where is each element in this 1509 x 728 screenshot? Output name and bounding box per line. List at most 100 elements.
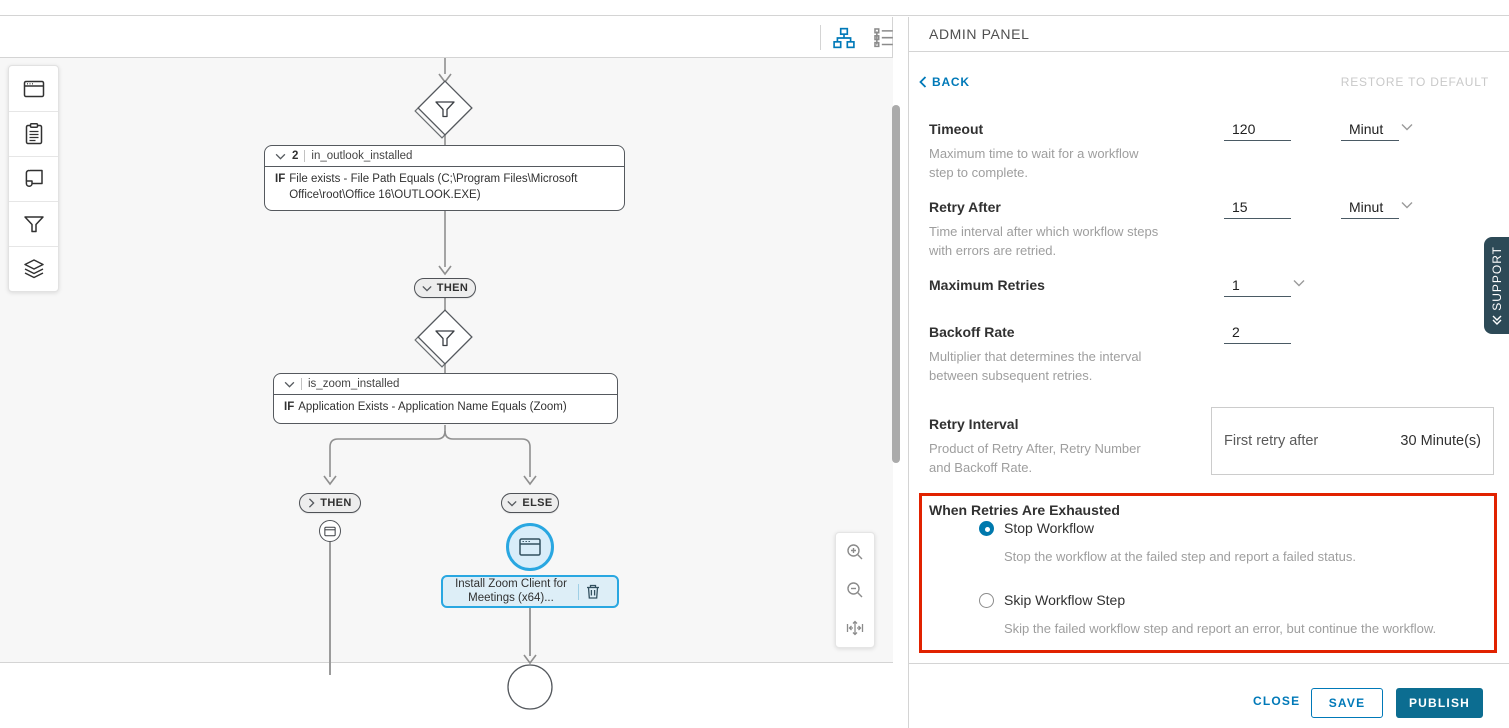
condition-diamond-1[interactable] — [414, 80, 473, 139]
node-separator — [301, 378, 302, 390]
chevron-down-icon — [507, 500, 517, 507]
max-retries-select[interactable]: 1 — [1224, 275, 1305, 297]
chevron-down-icon — [422, 285, 432, 292]
palette-script[interactable] — [9, 156, 58, 201]
chevron-down-icon — [284, 381, 295, 388]
timeout-input[interactable] — [1224, 119, 1291, 141]
node-separator — [578, 583, 579, 600]
funnel-icon — [435, 330, 455, 347]
retry-after-unit-value: Minut — [1349, 198, 1384, 215]
zoom-in-icon — [847, 544, 863, 560]
zoom-out-button[interactable] — [836, 571, 874, 609]
retry-after-input[interactable] — [1224, 197, 1291, 219]
first-retry-value: 30 Minute(s) — [1400, 433, 1481, 449]
retries-exhausted-label: When Retries Are Exhausted — [929, 502, 1120, 518]
retry-interval-desc: Product of Retry After, Retry Number and… — [929, 441, 1141, 475]
chevron-down-icon — [1401, 201, 1413, 208]
chevron-left-icon — [919, 76, 927, 88]
retry-interval-label: Retry Interval — [929, 416, 1019, 432]
install-zoom-node[interactable]: Install Zoom Client for Meetings (x64)..… — [441, 575, 619, 608]
node-name: is_zoom_installed — [308, 378, 400, 390]
if-label: IF — [275, 173, 286, 185]
retry-after-desc: Time interval after which workflow steps… — [929, 224, 1159, 258]
chevron-down-icon — [1293, 279, 1305, 286]
zoom-in-button[interactable] — [836, 533, 874, 571]
condition-node-outlook[interactable]: 2 in_outlook_installed IF File exists - … — [264, 145, 625, 212]
clipped-step-circle — [507, 664, 553, 710]
palette-app-window[interactable] — [9, 66, 58, 111]
tree-view-button[interactable] — [831, 25, 857, 51]
script-icon — [25, 169, 43, 187]
radio-selected-icon[interactable] — [979, 520, 994, 536]
toolbar-divider — [820, 25, 821, 50]
canvas-toolbar — [0, 17, 893, 58]
skip-workflow-desc: Skip the failed workflow step and report… — [1004, 621, 1437, 636]
chevron-down-icon — [1401, 123, 1413, 130]
install-node-label: Install Zoom Client for Meetings (x64)..… — [455, 577, 567, 604]
canvas-zoom-controls — [835, 532, 875, 648]
skip-workflow-label: Skip Workflow Step — [1004, 592, 1126, 608]
backoff-rate-input[interactable] — [1224, 322, 1291, 344]
timeout-unit-select[interactable]: Minut — [1341, 119, 1413, 141]
zoom-out-icon — [847, 582, 863, 598]
timeout-label: Timeout — [929, 121, 984, 137]
radio-unselected-icon[interactable] — [979, 592, 994, 608]
app-window-icon — [519, 538, 541, 556]
close-button[interactable]: CLOSE — [1253, 694, 1301, 708]
back-label: BACK — [932, 75, 970, 89]
collapsed-step-circle[interactable] — [319, 520, 341, 542]
retries-exhausted-highlight: When Retries Are Exhausted Stop Workflow… — [919, 493, 1497, 653]
then-label: THEN — [320, 497, 352, 509]
if-label: IF — [284, 401, 295, 413]
install-step-circle[interactable] — [506, 523, 554, 571]
trash-icon[interactable] — [586, 584, 600, 599]
node-condition-text: Application Exists - Application Name Eq… — [298, 401, 567, 413]
chevron-down-icon — [275, 153, 286, 160]
restore-to-default-button[interactable]: RESTORE TO DEFAULT — [1340, 75, 1489, 89]
condition-diamond-2[interactable] — [414, 309, 473, 368]
canvas-scrollbar[interactable] — [892, 105, 900, 463]
skip-workflow-option[interactable]: Skip Workflow Step — [979, 592, 1125, 608]
then-pill-2[interactable]: THEN — [299, 493, 361, 513]
fit-to-screen-button[interactable] — [836, 609, 874, 647]
retry-after-unit-select[interactable]: Minut — [1341, 197, 1413, 219]
stop-workflow-desc: Stop the workflow at the failed step and… — [1004, 549, 1356, 564]
panel-footer: CLOSE SAVE PUBLISH — [909, 688, 1509, 718]
else-pill[interactable]: ELSE — [501, 493, 559, 513]
footer-divider — [909, 663, 1509, 664]
max-retries-label: Maximum Retries — [929, 277, 1045, 293]
max-retries-value: 1 — [1232, 276, 1240, 293]
save-button[interactable]: SAVE — [1311, 688, 1383, 718]
palette-clipboard[interactable] — [9, 111, 58, 156]
first-retry-label: First retry after — [1224, 433, 1319, 449]
condition-node-zoom[interactable]: is_zoom_installed IF Application Exists … — [273, 373, 618, 424]
backoff-rate-label: Backoff Rate — [929, 324, 1015, 340]
step-palette — [8, 65, 59, 292]
top-strip — [0, 0, 1509, 16]
app-window-icon — [324, 526, 336, 536]
fit-to-screen-icon — [846, 620, 864, 636]
timeout-desc: Maximum time to wait for a workflow step… — [929, 146, 1139, 180]
org-chart-icon — [833, 27, 855, 49]
node-name: in_outlook_installed — [311, 150, 413, 162]
support-label: SUPPORT — [1489, 246, 1504, 311]
support-tab[interactable]: SUPPORT — [1484, 237, 1509, 334]
admin-panel: ADMIN PANEL BACK RESTORE TO DEFAULT Time… — [908, 17, 1509, 728]
stop-workflow-option[interactable]: Stop Workflow — [979, 520, 1094, 536]
retry-interval-box: First retry after 30 Minute(s) — [1211, 407, 1494, 475]
publish-button[interactable]: PUBLISH — [1396, 688, 1483, 718]
palette-condition[interactable] — [9, 201, 58, 246]
palette-layers[interactable] — [9, 246, 58, 291]
backoff-rate-desc: Multiplier that determines the interval … — [929, 349, 1142, 383]
flow-connectors — [323, 58, 553, 710]
back-button[interactable]: BACK — [919, 75, 970, 89]
list-view-icon — [874, 28, 893, 48]
then-pill-1[interactable]: THEN — [414, 278, 476, 298]
list-view-button[interactable] — [871, 25, 897, 51]
funnel-icon — [23, 216, 44, 233]
workflow-canvas[interactable]: 2 in_outlook_installed IF File exists - … — [0, 58, 893, 710]
clipboard-icon — [25, 123, 42, 145]
else-label: ELSE — [522, 497, 553, 509]
stop-workflow-label: Stop Workflow — [1004, 520, 1094, 536]
timeout-unit-value: Minut — [1349, 120, 1384, 137]
